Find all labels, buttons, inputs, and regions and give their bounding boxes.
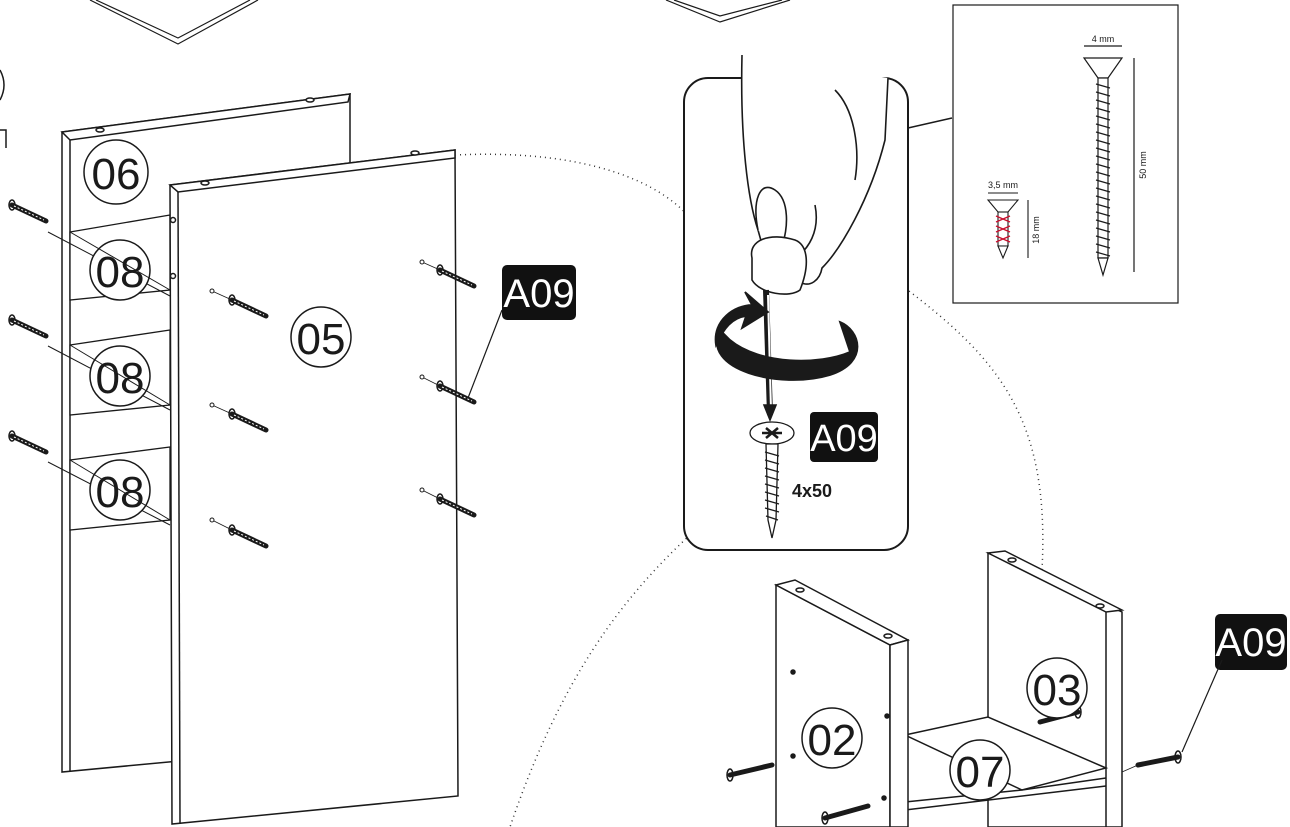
part-label-08-c: 08 [69,459,171,521]
long-screw-width-label: 4 mm [1092,34,1115,44]
tag-a09-inset: A09 [810,418,878,460]
part-number-05: 05 [297,315,346,364]
part-number-07: 07 [956,748,1005,797]
tag-a09-inset-bg [810,412,878,462]
tag-a09-right-label: A09 [1215,621,1286,665]
panel-05 [95,97,459,825]
short-screw-width-label: 3,5 mm [988,180,1018,190]
part-label-05: 05 [290,306,352,368]
part-label-08-b: 08 [69,344,171,407]
top-panel-right [665,0,791,23]
part-label-02: 02 [801,707,863,769]
screwdriver-icon [750,236,808,423]
part-number-08: 08 [96,468,145,517]
short-screw-length-label: 18 mm [1031,216,1041,244]
edge-fragment [0,69,7,148]
part-number-08: 08 [96,248,145,297]
part-label-07: 07 [949,739,1011,801]
tag-a09-label: A09 [503,272,574,316]
part-number-02: 02 [808,716,857,765]
screw-spec-box: 4 mm 50 mm 3,5 mm 18 mm [952,4,1179,304]
part-label-03: 03 [1026,657,1088,719]
tag-a09-right: A09 [1181,614,1287,753]
inset-detail: A09 4x50 [683,54,953,551]
top-panel-left [89,0,259,45]
part-number-03: 03 [1033,666,1082,715]
long-screw-length-label: 50 mm [1138,151,1148,179]
part-number-08: 08 [96,354,145,403]
long-screw-icon [1082,45,1135,278]
part-label-06: 06 [83,139,149,205]
screws-panel-05 [209,259,474,546]
short-screw-icon [986,192,1029,260]
screw-size-label: 4x50 [792,481,832,501]
screw-4x50-icon [749,421,795,539]
rotate-arrow-icon [714,291,859,381]
tag-a09-main: A09 [467,265,576,399]
part-number-06: 06 [92,150,141,199]
part-label-08-a: 08 [69,231,171,301]
